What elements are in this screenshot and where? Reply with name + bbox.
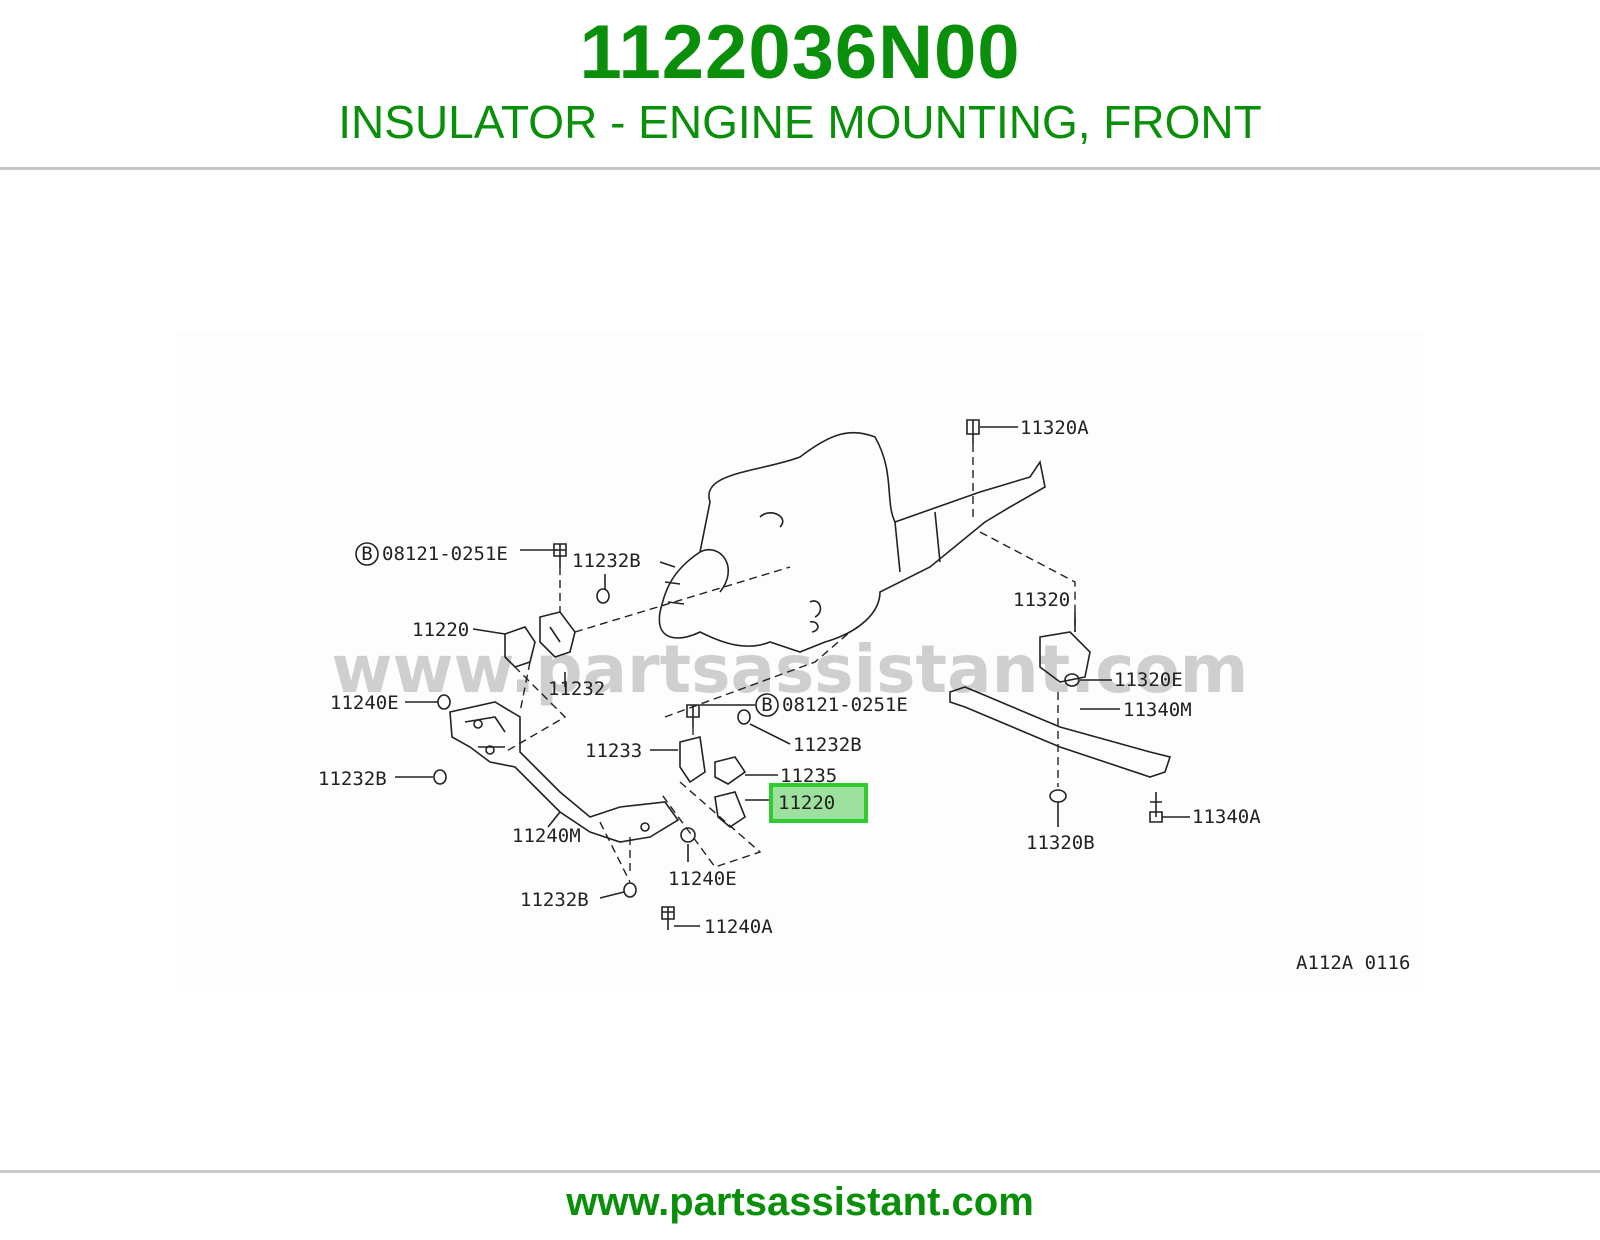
assembly-dashed-lines (504, 444, 1076, 883)
b-circle-right (755, 693, 779, 717)
b-circle-left (355, 542, 379, 566)
callout-bracket-left[interactable]: 11232 (548, 678, 605, 700)
rear-member-drawing (949, 419, 1172, 823)
callout-nut-bottom-left[interactable]: 11232B (520, 889, 589, 911)
front-crossmember-drawing (449, 701, 680, 843)
callout-nut-right[interactable]: 11232B (793, 734, 862, 756)
callout-b-prefix-left: B (361, 543, 372, 565)
callout-bolt-right[interactable]: 08121-0251E (782, 694, 908, 716)
diagram-svg: www.partsassistant.com (175, 332, 1425, 992)
watermark: www.partsassistant.com (332, 631, 1249, 708)
callout-bolt-rear-member[interactable]: 11340A (1192, 806, 1261, 828)
parts-diagram: www.partsassistant.com (0, 172, 1600, 1170)
callout-labels: B 08121-0251E 11232B 11220 11232 11240E … (318, 417, 1410, 974)
callout-insulator-highlighted[interactable]: 11220 (778, 792, 835, 814)
callout-insulator-rear[interactable]: 11320 (1013, 589, 1070, 611)
callout-bolt-rear-top[interactable]: 11320A (1020, 417, 1089, 439)
callout-insulator-left[interactable]: 11220 (412, 619, 469, 641)
callout-nut-rear[interactable]: 11320E (1114, 669, 1183, 691)
callout-nut-top-left[interactable]: 11232B (572, 550, 641, 572)
header: 1122036N00 INSULATOR - ENGINE MOUNTING, … (0, 0, 1600, 170)
callout-bolt-top-left[interactable]: 08121-0251E (382, 543, 508, 565)
callout-nut-left-mid[interactable]: 11232B (318, 768, 387, 790)
callout-member-rear[interactable]: 11340M (1123, 699, 1192, 721)
diagram-panel (175, 332, 1425, 992)
highlight-box[interactable] (769, 783, 868, 823)
leader-lines (395, 426, 1190, 927)
callout-heat-shield[interactable]: 11235 (780, 765, 837, 787)
footer-url[interactable]: www.partsassistant.com (566, 1180, 1034, 1224)
part-number: 1122036N00 (579, 10, 1021, 95)
figure-code: A112A 0116 (1296, 952, 1410, 974)
part-description: INSULATOR - ENGINE MOUNTING, FRONT (338, 96, 1262, 148)
bottom-divider (0, 1170, 1600, 1173)
callout-bolt-bottom[interactable]: 11240A (704, 916, 773, 938)
callout-bracket-right[interactable]: 11233 (585, 740, 642, 762)
top-divider (0, 167, 1600, 170)
callout-stopper-bottom[interactable]: 11240E (668, 868, 737, 890)
transmission-drawing (658, 431, 1046, 653)
callout-crossmember-front[interactable]: 11240M (512, 825, 581, 847)
right-insulator-drawing (433, 694, 751, 930)
callout-stopper-left-top[interactable]: 11240E (330, 692, 399, 714)
callout-nut-rear-bottom[interactable]: 11320B (1026, 832, 1095, 854)
callout-b-prefix-right: B (761, 694, 772, 716)
